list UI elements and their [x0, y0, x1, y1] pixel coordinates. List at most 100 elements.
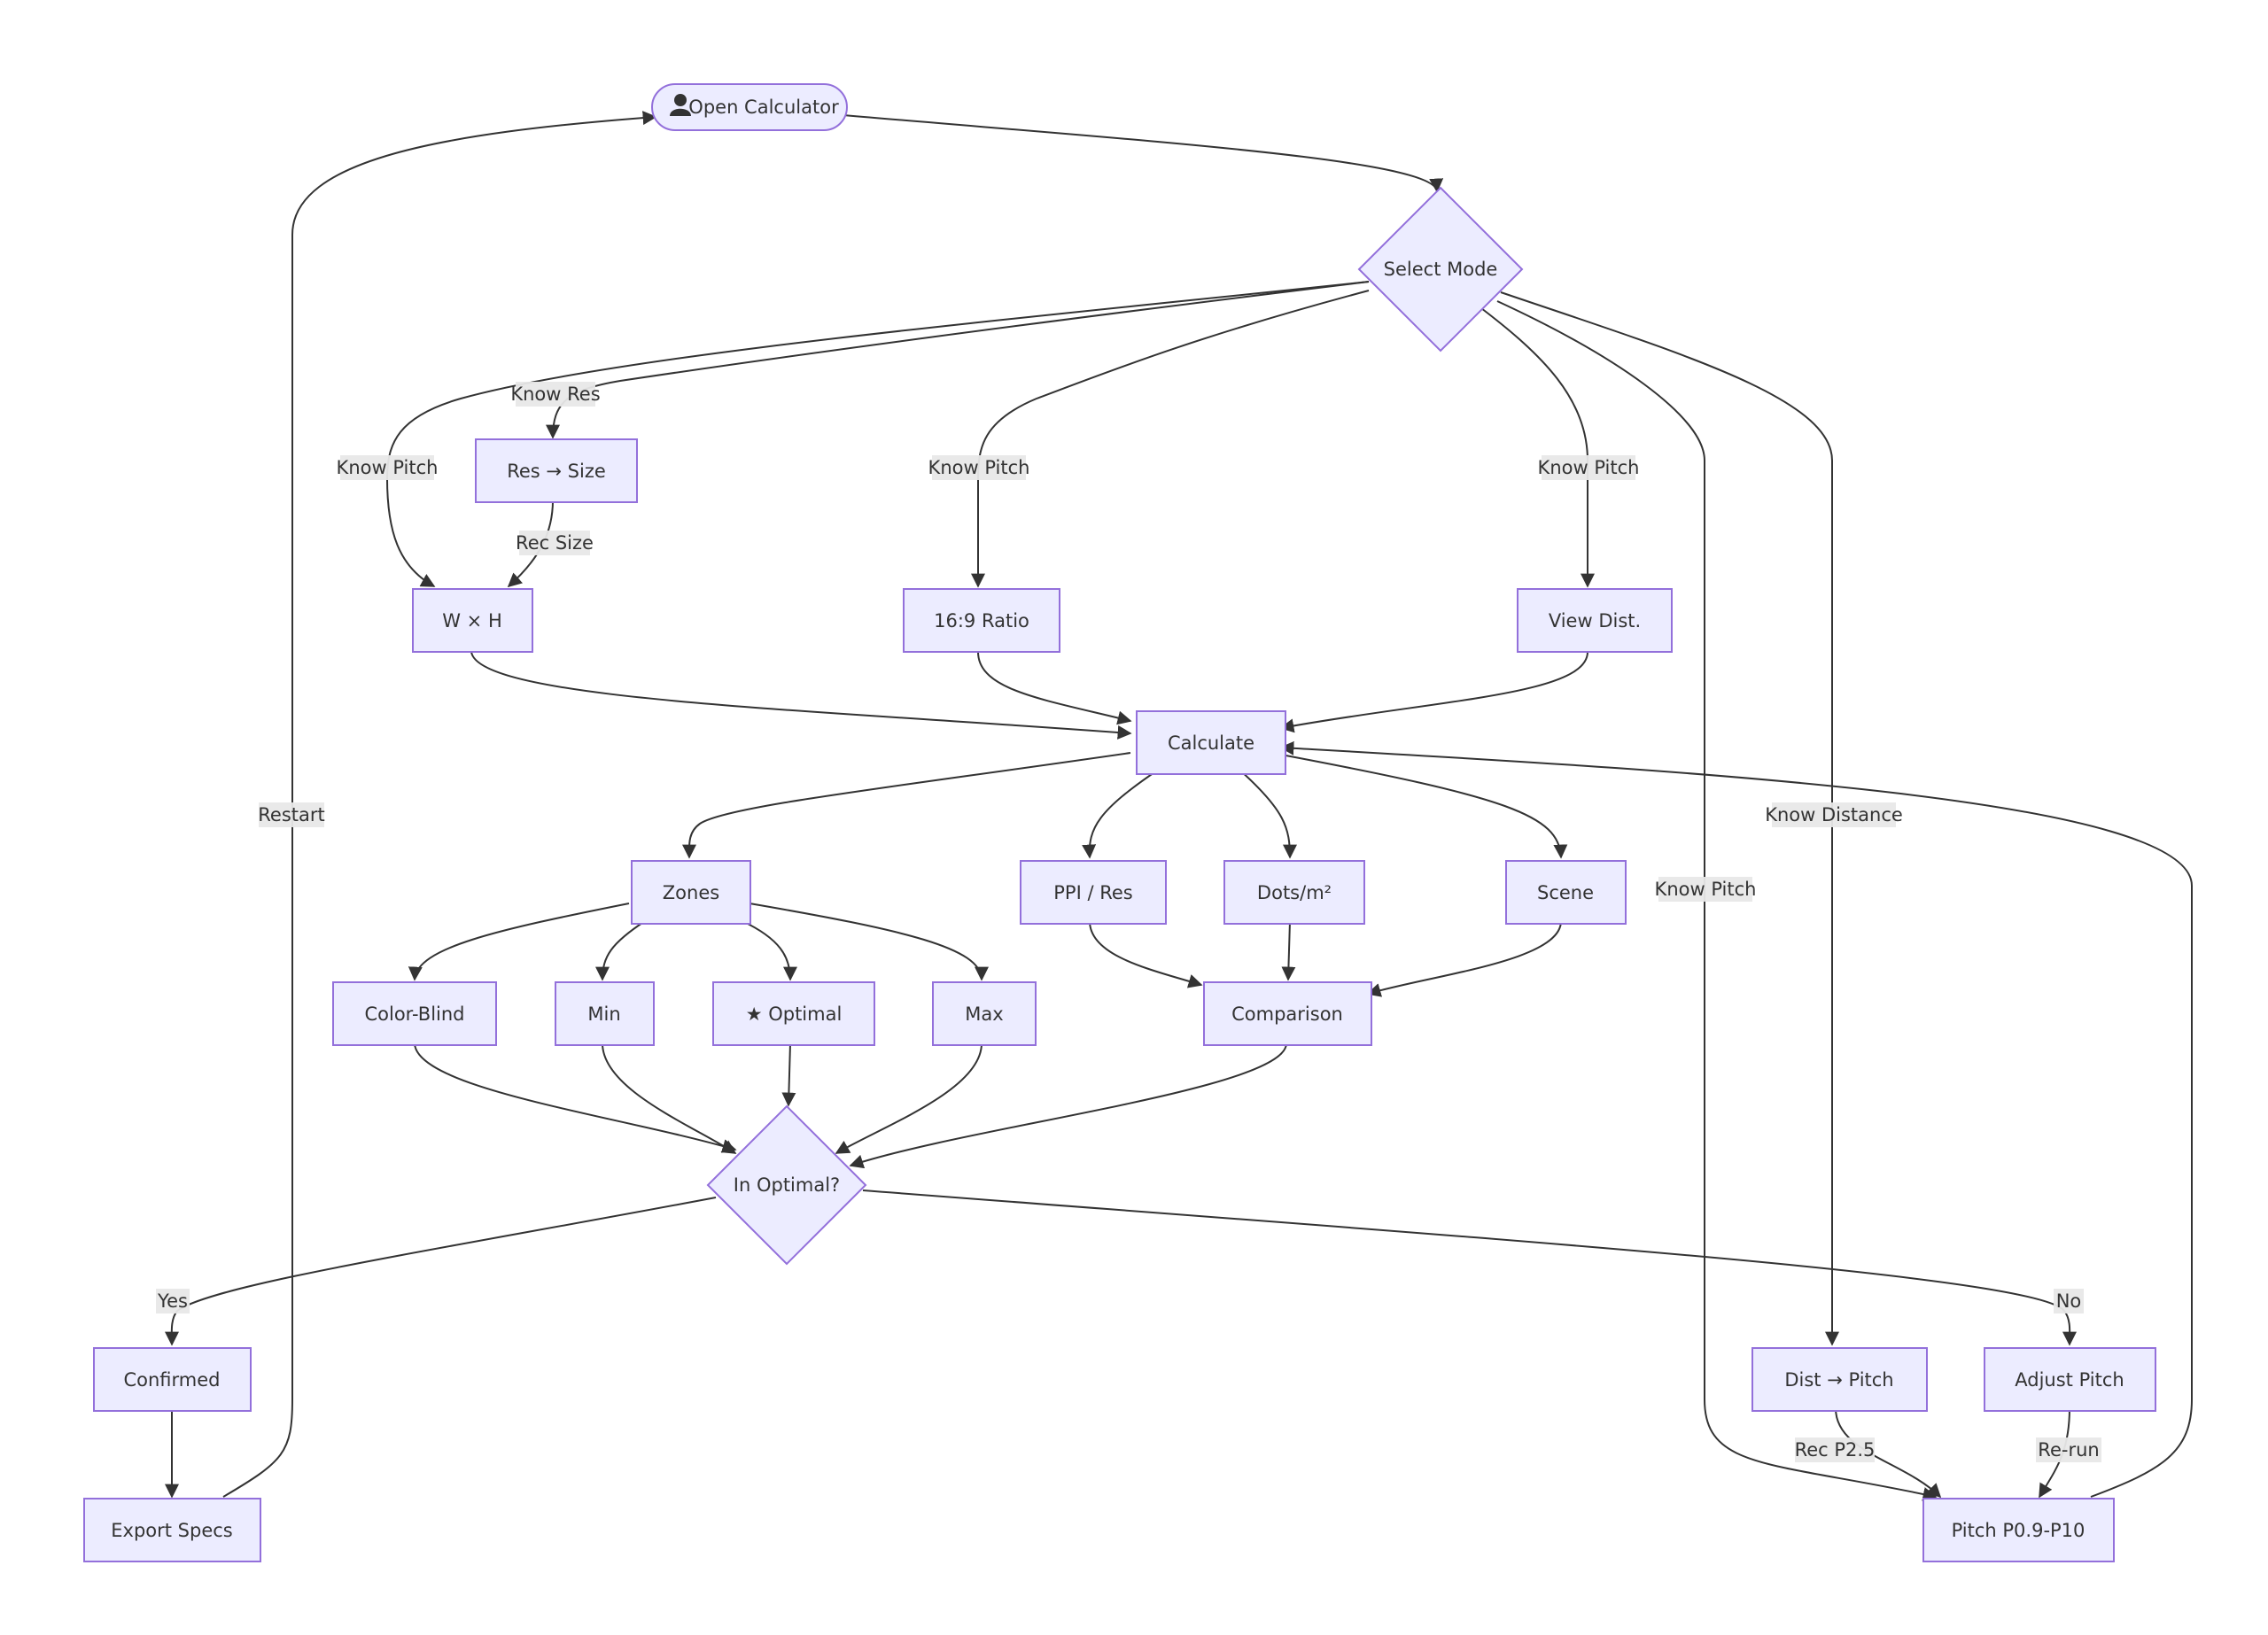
- edge-label-know-pitch-far: Know Pitch: [1655, 877, 1757, 902]
- edge-label-know-pitch-right: Know Pitch: [1538, 455, 1640, 480]
- node-optimal[interactable]: ★ Optimal: [712, 981, 875, 1046]
- node-w-x-h-label: W × H: [442, 610, 502, 632]
- node-ppi-res[interactable]: PPI / Res: [1020, 860, 1167, 925]
- edge-select-to-viewdist: [1480, 307, 1595, 588]
- edge-label-no-text: No: [2056, 1290, 2082, 1312]
- edge-dots-to-comparison: [1281, 920, 1296, 981]
- node-export-specs-label: Export Specs: [111, 1520, 232, 1541]
- node-view-dist-label: View Dist.: [1549, 610, 1641, 632]
- node-zones-label: Zones: [663, 882, 719, 903]
- edge-label-know-pitch-mid-text: Know Pitch: [928, 457, 1030, 478]
- edge-label-rerun: Re-run: [2036, 1437, 2101, 1462]
- node-select-mode[interactable]: Select Mode: [1357, 186, 1524, 353]
- edge-labels: Know Res Know Pitch Rec Size Know Pitch …: [156, 382, 2101, 1462]
- node-adjust-pitch[interactable]: Adjust Pitch: [1984, 1347, 2156, 1412]
- edge-select-to-pitch-far: [1496, 300, 1938, 1501]
- edge-inoptimal-to-confirmed: [164, 1197, 717, 1346]
- node-color-blind-label: Color-Blind: [364, 1003, 464, 1025]
- edge-label-know-pitch-mid: Know Pitch: [928, 455, 1030, 480]
- node-w-x-h[interactable]: W × H: [412, 588, 533, 653]
- node-dist-to-pitch-label: Dist → Pitch: [1784, 1369, 1893, 1391]
- node-calculate-label: Calculate: [1168, 732, 1254, 754]
- edge-colorblind-to-inoptimal: [414, 1042, 737, 1153]
- edge-label-know-distance-text: Know Distance: [1765, 804, 1903, 825]
- node-in-optimal[interactable]: In Optimal?: [706, 1104, 867, 1266]
- edge-label-know-res-text: Know Res: [510, 384, 600, 405]
- edge-calculate-to-dots: [1239, 770, 1297, 859]
- edge-min-to-inoptimal: [602, 1042, 737, 1154]
- edge-viewdist-to-calculate: [1279, 651, 1588, 733]
- edge-pitch-to-calculate: [1279, 740, 2193, 1498]
- node-ppi-res-label: PPI / Res: [1053, 882, 1132, 903]
- node-dots-per-m2[interactable]: Dots/m²: [1223, 860, 1365, 925]
- node-optimal-label: ★ Optimal: [746, 1003, 843, 1025]
- edge-calculate-to-ppi: [1082, 770, 1158, 859]
- edge-label-rec-size: Rec Size: [516, 531, 594, 555]
- edge-wxh-to-calculate: [470, 651, 1132, 740]
- edge-zones-to-colorblind: [408, 903, 630, 981]
- edge-label-rec-size-text: Rec Size: [516, 532, 594, 554]
- node-dots-per-m2-label: Dots/m²: [1257, 882, 1332, 903]
- node-confirmed-label: Confirmed: [123, 1369, 220, 1391]
- edge-select-to-wxh: [385, 281, 1370, 587]
- edge-label-rec-p25-text: Rec P2.5: [1795, 1439, 1876, 1461]
- node-comparison-label: Comparison: [1231, 1003, 1343, 1025]
- node-pitch-range-label: Pitch P0.9-P10: [1952, 1520, 2085, 1541]
- edge-label-rec-p25: Rec P2.5: [1795, 1437, 1876, 1462]
- edge-label-restart: Restart: [258, 802, 325, 827]
- edge-label-know-pitch-left-text: Know Pitch: [337, 457, 439, 478]
- edge-ppi-to-comparison: [1089, 920, 1203, 988]
- edge-comparison-to-inoptimal: [849, 1042, 1287, 1169]
- node-pitch-range[interactable]: Pitch P0.9-P10: [1922, 1498, 2115, 1562]
- node-res-to-size[interactable]: Res → Size: [475, 438, 638, 503]
- edge-optimal-to-inoptimal: [781, 1042, 796, 1107]
- user-icon: [670, 94, 691, 116]
- edge-max-to-inoptimal: [835, 1042, 983, 1154]
- edge-select-to-ratio: [971, 290, 1370, 588]
- nodes: Open Calculator Select Mode Res → Size W…: [83, 83, 2156, 1562]
- node-ratio[interactable]: 16:9 Ratio: [903, 588, 1060, 653]
- node-ratio-label: 16:9 Ratio: [934, 610, 1029, 632]
- edge-label-rerun-text: Re-run: [2038, 1439, 2099, 1461]
- node-scene[interactable]: Scene: [1505, 860, 1627, 925]
- node-confirmed[interactable]: Confirmed: [93, 1347, 252, 1412]
- node-res-to-size-label: Res → Size: [507, 461, 606, 482]
- edge-calculate-to-zones: [681, 752, 1131, 859]
- node-export-specs[interactable]: Export Specs: [83, 1498, 261, 1562]
- edge-label-restart-text: Restart: [258, 804, 324, 825]
- node-dist-to-pitch[interactable]: Dist → Pitch: [1751, 1347, 1928, 1412]
- node-max-label: Max: [965, 1003, 1003, 1025]
- edge-zones-to-max: [749, 903, 989, 981]
- node-select-mode-label: Select Mode: [1384, 259, 1498, 280]
- node-min-label: Min: [587, 1003, 620, 1025]
- edge-label-know-distance: Know Distance: [1765, 802, 1903, 827]
- edge-zones-to-min: [595, 920, 646, 981]
- edge-inoptimal-to-adjust: [862, 1189, 2078, 1346]
- node-comparison[interactable]: Comparison: [1203, 981, 1372, 1046]
- edge-label-know-pitch-far-text: Know Pitch: [1655, 879, 1757, 900]
- node-in-optimal-label: In Optimal?: [734, 1174, 840, 1196]
- node-scene-label: Scene: [1537, 882, 1594, 903]
- node-adjust-pitch-label: Adjust Pitch: [2015, 1369, 2124, 1391]
- edge-open-to-select: [843, 114, 1444, 193]
- node-calculate[interactable]: Calculate: [1136, 710, 1286, 775]
- node-min[interactable]: Min: [555, 981, 655, 1046]
- node-max[interactable]: Max: [932, 981, 1037, 1046]
- edge-label-know-pitch-left: Know Pitch: [337, 455, 439, 480]
- node-open-calculator[interactable]: Open Calculator: [651, 83, 848, 131]
- edge-label-yes-text: Yes: [157, 1290, 188, 1312]
- edge-zones-to-optimal: [742, 920, 797, 981]
- node-color-blind[interactable]: Color-Blind: [332, 981, 497, 1046]
- edge-select-to-dist2pitch: [1500, 291, 1839, 1346]
- edge-label-yes: Yes: [156, 1289, 190, 1313]
- edge-export-to-open: [222, 111, 657, 1498]
- edge-calculate-to-scene: [1280, 754, 1568, 859]
- edge-label-know-pitch-right-text: Know Pitch: [1538, 457, 1640, 478]
- edge-ratio-to-calculate: [977, 651, 1132, 725]
- edge-label-know-res: Know Res: [510, 382, 601, 407]
- node-view-dist[interactable]: View Dist.: [1517, 588, 1673, 653]
- edge-scene-to-comparison: [1366, 920, 1562, 997]
- edge-label-no: No: [2054, 1289, 2084, 1313]
- node-zones[interactable]: Zones: [631, 860, 751, 925]
